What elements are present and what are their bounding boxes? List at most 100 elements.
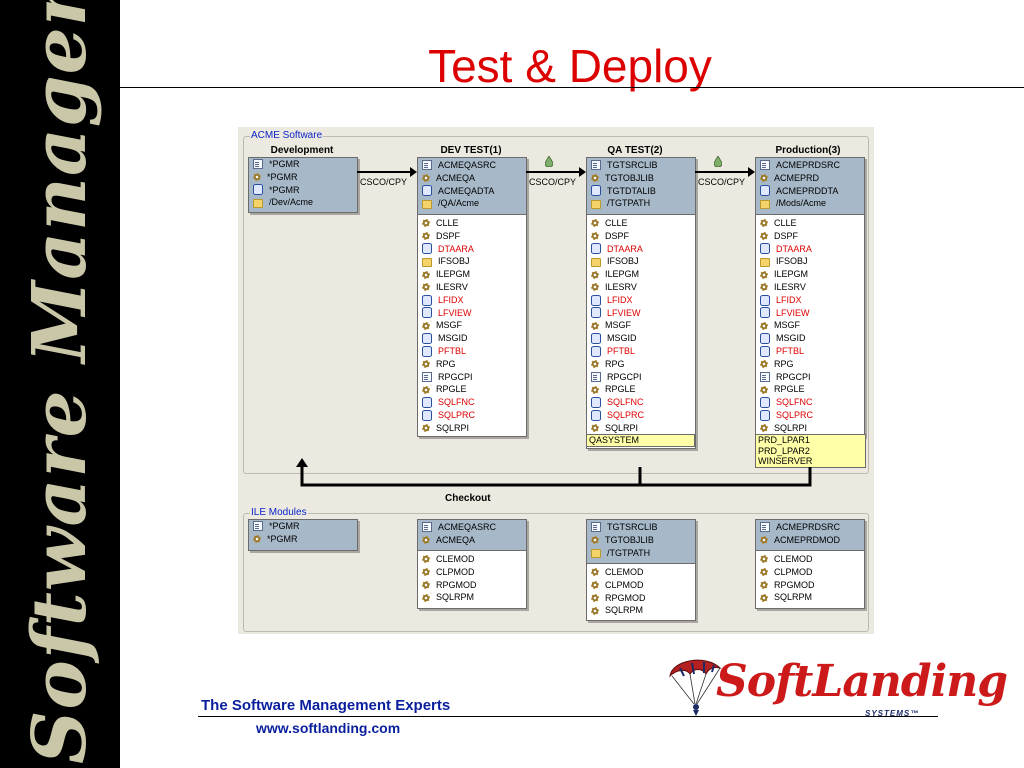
list-item[interactable]: /TGTPATH — [587, 197, 695, 210]
list-item[interactable]: SQLRPI — [756, 422, 864, 435]
list-item[interactable]: RPGCPI — [756, 371, 864, 384]
list-item[interactable]: /Mods/Acme — [756, 197, 864, 210]
list-item[interactable]: DTAARA — [418, 243, 526, 256]
list-item[interactable]: RPGMOD — [756, 579, 864, 592]
list-item[interactable]: RPGLE — [587, 383, 695, 396]
list-item[interactable]: RPGLE — [418, 383, 526, 396]
list-item[interactable]: PFTBL — [756, 345, 864, 358]
system-name[interactable]: WINSERVER — [758, 456, 813, 466]
list-item[interactable]: SQLRPI — [587, 422, 695, 435]
list-item[interactable]: ILEPGM — [756, 268, 864, 281]
list-item[interactable]: SQLFNC — [587, 396, 695, 409]
list-item[interactable]: ILESRV — [756, 281, 864, 294]
list-item[interactable]: ACMEPRD — [756, 172, 864, 185]
list-item[interactable]: MSGF — [587, 319, 695, 332]
list-item[interactable]: ILEPGM — [587, 268, 695, 281]
list-item[interactable]: RPGCPI — [418, 371, 526, 384]
list-item[interactable]: SQLRPM — [756, 591, 864, 604]
list-item[interactable]: SQLPRC — [418, 409, 526, 422]
list-item[interactable]: ACMEQA — [418, 172, 526, 185]
list-item[interactable]: SQLPRC — [587, 409, 695, 422]
list-item[interactable]: CLLE — [756, 217, 864, 230]
list-item[interactable]: CLLE — [418, 217, 526, 230]
list-item[interactable]: ACMEPRDMOD — [756, 534, 864, 547]
list-item[interactable]: ACMEPRDSRC — [756, 159, 864, 172]
list-item[interactable]: PFTBL — [587, 345, 695, 358]
list-item[interactable]: MSGID — [756, 332, 864, 345]
list-item[interactable]: IFSOBJ — [418, 255, 526, 268]
list-item[interactable]: MSGF — [756, 319, 864, 332]
list-item[interactable]: TGTSRCLIB — [587, 159, 695, 172]
list-item[interactable]: RPG — [418, 358, 526, 371]
list-item[interactable]: CLLE — [587, 217, 695, 230]
list-item[interactable]: RPGLE — [756, 383, 864, 396]
list-item[interactable]: RPG — [587, 358, 695, 371]
system-name[interactable]: QASYSTEM — [589, 435, 640, 445]
list-item[interactable]: SQLRPM — [418, 591, 526, 604]
list-item[interactable]: *PGMR — [249, 520, 357, 533]
list-item[interactable]: TGTOBJLIB — [587, 172, 695, 185]
list-item[interactable]: MSGF — [418, 319, 526, 332]
list-item[interactable]: DSPF — [418, 230, 526, 243]
list-item[interactable]: MSGID — [418, 332, 526, 345]
list-item[interactable]: ACMEQASRC — [418, 159, 526, 172]
list-item[interactable]: LFVIEW — [756, 307, 864, 320]
list-item[interactable]: RPGMOD — [418, 579, 526, 592]
list-item[interactable]: /QA/Acme — [418, 197, 526, 210]
list-item[interactable]: LFIDX — [587, 294, 695, 307]
list-item[interactable]: ACMEPRDSRC — [756, 521, 864, 534]
list-item[interactable]: IFSOBJ — [756, 255, 864, 268]
list-item[interactable]: *PGMR — [249, 171, 357, 184]
list-item[interactable]: MSGID — [587, 332, 695, 345]
footer-url[interactable]: www.softlanding.com — [256, 720, 401, 736]
list-item[interactable]: ACMEQA — [418, 534, 526, 547]
list-item[interactable]: RPGCPI — [587, 371, 695, 384]
list-item[interactable]: RPG — [756, 358, 864, 371]
list-item[interactable]: PFTBL — [418, 345, 526, 358]
list-item[interactable]: LFIDX — [756, 294, 864, 307]
list-item[interactable]: DSPF — [587, 230, 695, 243]
list-item[interactable]: /Dev/Acme — [249, 196, 357, 209]
list-item[interactable]: TGTSRCLIB — [587, 521, 695, 534]
list-item[interactable]: SQLPRC — [756, 409, 864, 422]
list-item[interactable]: CLEMOD — [587, 566, 695, 579]
list-item[interactable]: DSPF — [756, 230, 864, 243]
list-item[interactable]: ILESRV — [418, 281, 526, 294]
list-item[interactable]: CLEMOD — [756, 553, 864, 566]
ile-development-box[interactable]: *PGMR*PGMR — [248, 519, 358, 551]
list-item[interactable]: SQLFNC — [418, 396, 526, 409]
list-item[interactable]: CLEMOD — [418, 553, 526, 566]
list-item[interactable]: ACMEQADTA — [418, 185, 526, 198]
list-item[interactable]: CLPMOD — [756, 566, 864, 579]
list-item[interactable]: ACMEQASRC — [418, 521, 526, 534]
system-name[interactable]: PRD_LPAR1 — [758, 435, 810, 445]
list-item[interactable]: IFSOBJ — [587, 255, 695, 268]
list-item[interactable]: ACMEPRDDTA — [756, 185, 864, 198]
list-item[interactable]: ILEPGM — [418, 268, 526, 281]
list-item[interactable]: LFVIEW — [587, 307, 695, 320]
development-box[interactable]: *PGMR*PGMR*PGMR/Dev/Acme — [248, 157, 358, 213]
list-item[interactable]: DTAARA — [756, 243, 864, 256]
list-item[interactable]: *PGMR — [249, 184, 357, 197]
list-item[interactable]: LFVIEW — [418, 307, 526, 320]
list-item[interactable]: TGTOBJLIB — [587, 534, 695, 547]
list-item[interactable]: TGTDTALIB — [587, 185, 695, 198]
list-item[interactable]: LFIDX — [418, 294, 526, 307]
list-item[interactable]: CLPMOD — [587, 579, 695, 592]
list-item[interactable]: /TGTPATH — [587, 547, 695, 560]
list-item[interactable]: SQLFNC — [756, 396, 864, 409]
list-item[interactable]: SQLRPM — [587, 604, 695, 617]
system-name[interactable]: PRD_LPAR2 — [758, 445, 810, 456]
list-item[interactable]: CLPMOD — [418, 566, 526, 579]
list-item[interactable]: RPGMOD — [587, 592, 695, 605]
list-item[interactable]: ILESRV — [587, 281, 695, 294]
list-item[interactable]: DTAARA — [587, 243, 695, 256]
list-item[interactable]: SQLRPI — [418, 422, 526, 435]
list-item[interactable]: *PGMR — [249, 158, 357, 171]
